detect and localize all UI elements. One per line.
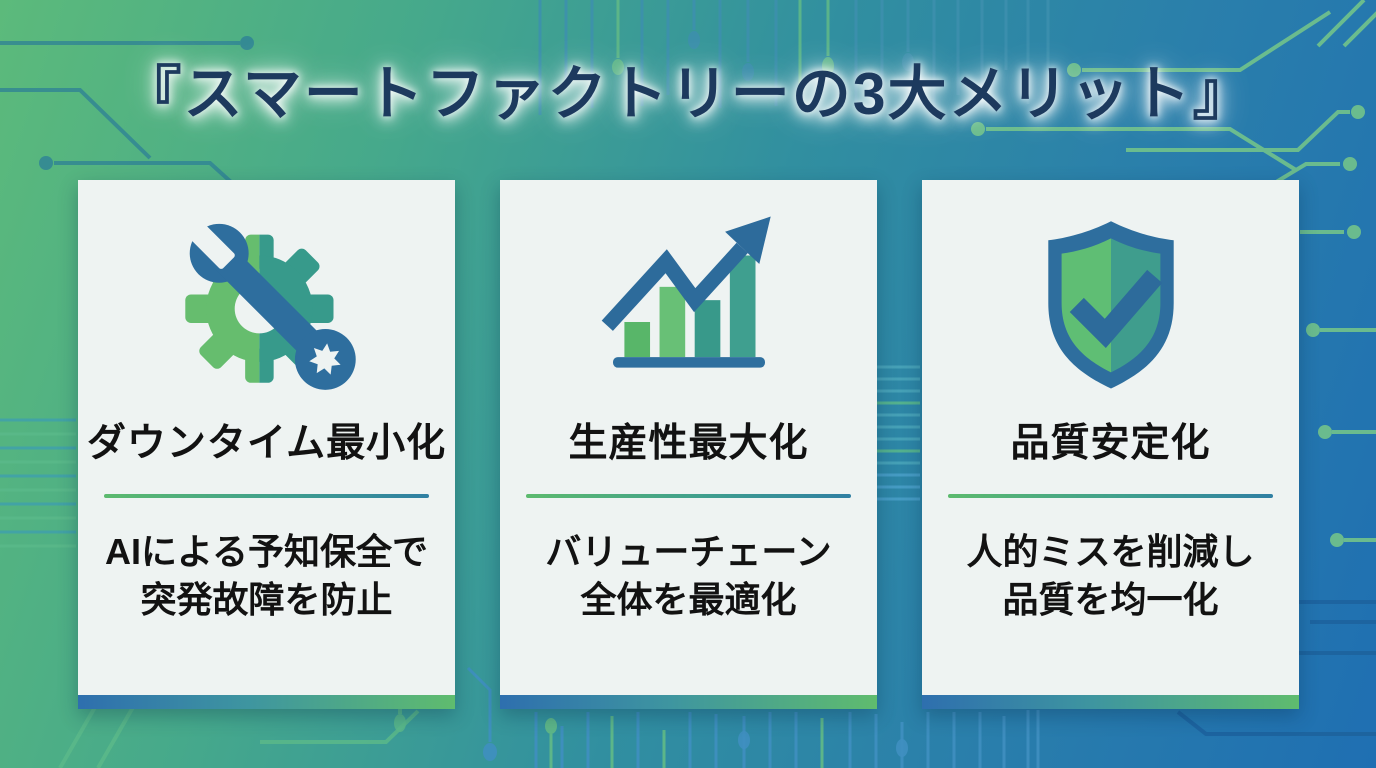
bar-chart-growth-icon (594, 208, 784, 398)
card-title: ダウンタイム最小化 (86, 422, 447, 465)
card-body-line: 突発故障を防止 (140, 578, 393, 620)
card-body-line: バリューチェーン (545, 531, 832, 572)
card-accent-bar (500, 695, 877, 709)
card-divider (526, 494, 851, 498)
card-divider (948, 494, 1273, 498)
card-body-line: 品質を均一化 (1002, 578, 1219, 620)
card-body-line: 人的ミスを削減し (966, 531, 1255, 572)
card-body: 人的ミスを削減し 品質を均一化 (966, 528, 1254, 623)
shield-check-icon (1016, 208, 1206, 398)
card-divider (104, 494, 429, 498)
card-body-line: AIによる予知保全で (105, 531, 428, 572)
benefit-card-quality: 品質安定化 人的ミスを削減し 品質を均一化 (922, 180, 1299, 709)
main-title: 『スマートファクトリーの3大メリット』 (122, 61, 1254, 127)
card-accent-bar (78, 695, 455, 709)
card-body: バリューチェーン 全体を最適化 (545, 528, 831, 623)
gear-wrench-icon (172, 208, 362, 398)
card-body-line: 全体を最適化 (580, 578, 797, 620)
benefit-card-productivity: 生産性最大化 バリューチェーン 全体を最適化 (500, 180, 877, 709)
card-title: 品質安定化 (1010, 422, 1211, 465)
benefit-card-downtime: ダウンタイム最小化 AIによる予知保全で 突発故障を防止 (78, 180, 455, 709)
card-body: AIによる予知保全で 突発故障を防止 (105, 528, 428, 623)
card-accent-bar (922, 695, 1299, 709)
card-title: 生産性最大化 (568, 422, 809, 465)
